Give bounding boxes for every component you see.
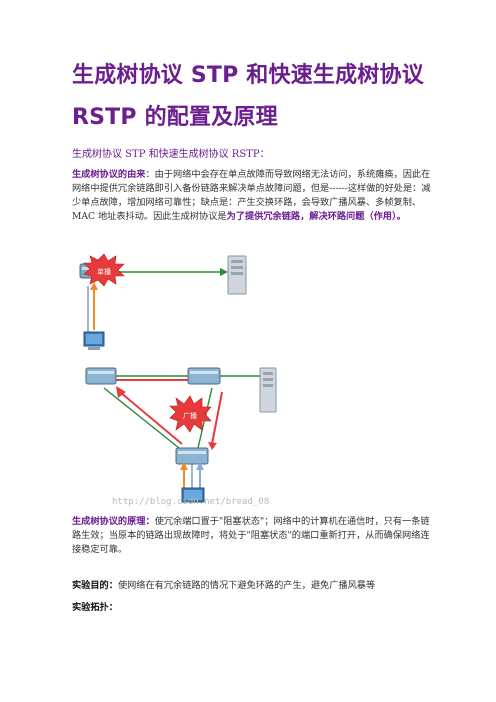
purpose-paragraph: 实验目的：使网络在有冗余链路的情况下避免环路的产生，避免广播风暴等 <box>72 579 432 593</box>
burst-label-broadcast: 广播 <box>183 411 197 420</box>
origin-text: ：由于网络中会存在单点故障而导致网络无法访问，系统瘫痪，因此在网络中提供冗余链路… <box>72 169 431 222</box>
origin-emphasis: 为了提供冗余链路，解决环路问题（作用）。 <box>226 211 406 222</box>
purpose-text: 使网络在有冗余链路的情况下避免环路的产生，避免广播风暴等 <box>117 580 376 591</box>
network-diagram: 单播 <box>79 253 277 507</box>
principle-text: 使冗余端口置于"阻塞状态"；网络中的计算机在通信时，只有一条链路生效；当原本的链… <box>72 516 430 555</box>
server-icon <box>259 367 277 413</box>
computer-icon <box>181 487 205 503</box>
burst-icon: 单播 <box>83 253 125 287</box>
switch-icon <box>85 367 117 385</box>
watermark-text: http://blog.csdn.net/bread_08 <box>112 497 269 507</box>
switch-icon <box>175 447 209 465</box>
burst-icon: 广播 <box>169 395 212 433</box>
section-subtitle: 生成树协议 STP 和快速生成树协议 RSTP： <box>72 149 270 160</box>
origin-label: 生成树协议的由来 <box>72 169 146 180</box>
server-icon <box>227 255 247 295</box>
principle-paragraph: 生成树协议的原理：使冗余端口置于"阻塞状态"；网络中的计算机在通信时，只有一条链… <box>72 515 432 557</box>
principle-label: 生成树协议的原理： <box>72 516 155 527</box>
switch-icon <box>187 367 221 385</box>
purpose-label: 实验目的： <box>72 580 118 591</box>
computer-icon <box>83 331 105 350</box>
upper-topology: 单播 <box>79 253 247 350</box>
lower-topology: 广播 http://blog.csdn.net/bread_08 <box>85 367 277 507</box>
topology-label: 实验拓扑： <box>72 602 118 613</box>
document-title-line2: RSTP 的配置及原理 <box>72 105 278 130</box>
origin-paragraph: 生成树协议的由来：由于网络中会存在单点故障而导致网络无法访问，系统瘫痪，因此在网… <box>72 168 432 224</box>
burst-label-unicast: 单播 <box>97 267 111 276</box>
topology-heading: 实验拓扑： <box>72 601 432 615</box>
document-title-line1: 生成树协议 STP 和快速生成树协议 <box>72 63 424 88</box>
